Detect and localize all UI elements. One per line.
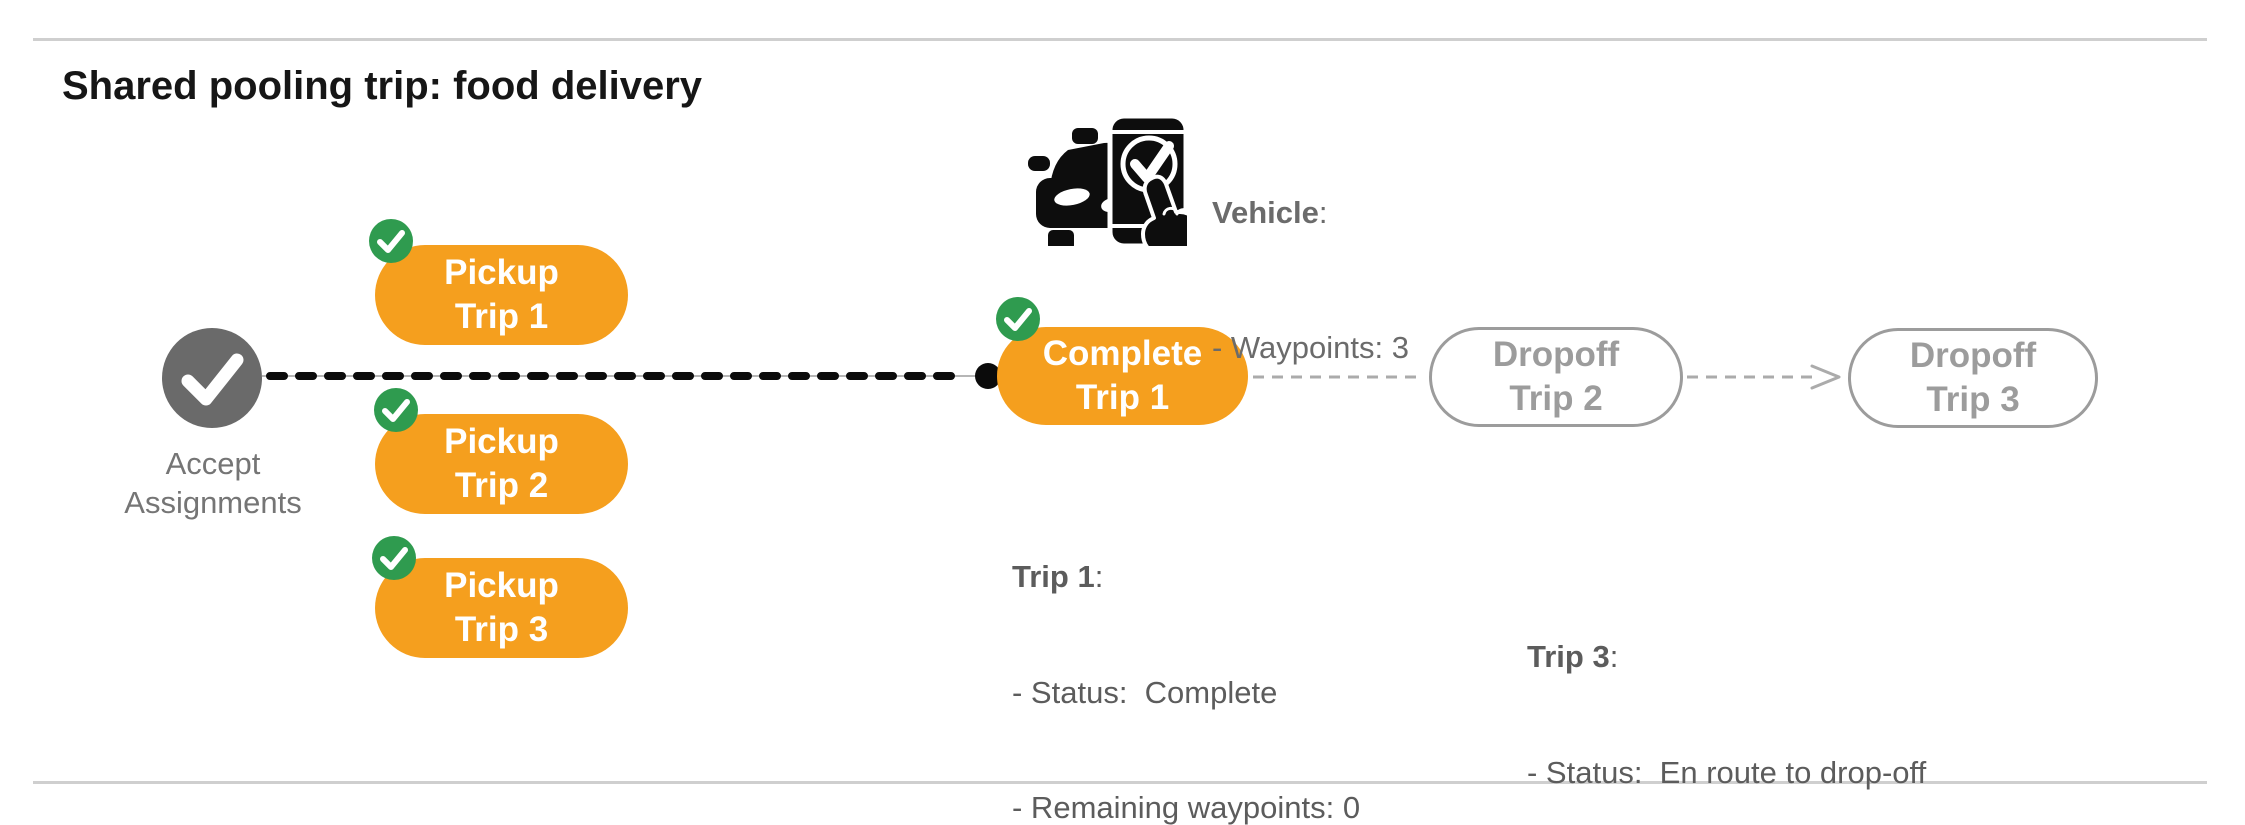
trip-waypoints-line: - Remaining waypoints: 0 [1012,790,1361,825]
vehicle-info: Vehicle: - Waypoints: 3 [1212,100,1409,460]
page-title: Shared pooling trip: food delivery [62,64,703,108]
trip-heading: Trip 1: [1012,559,1104,594]
status-badge-pickup-3 [372,536,416,580]
accept-label-line2: Assignments [124,485,302,520]
accept-assignments-label: Accept Assignments [88,444,338,522]
node-label-line1: Pickup [444,253,559,292]
check-icon [1004,308,1032,331]
node-pickup-trip-1: Pickup Trip 1 [375,245,628,345]
node-complete-trip-1: Complete Trip 1 [997,327,1248,425]
trip-status-block-1: Trip 1: - Status: Complete - Remaining w… [1012,481,1411,825]
node-label-line1: Pickup [444,566,559,605]
node-label-line2: Trip 2 [454,466,549,505]
check-icon [181,353,244,406]
node-label-line2: Trip 3 [1926,380,2020,419]
node-label-line2: Trip 1 [454,297,549,336]
vehicle-info-heading: Vehicle: [1212,195,1328,230]
bottom-divider [33,781,2207,784]
trip-status-line: - Status: En route to drop-off [1527,754,1927,790]
node-label-line1: Pickup [444,422,559,461]
status-badge-pickup-2 [374,388,418,432]
accept-label-line1: Accept [165,446,261,481]
top-divider [33,38,2207,41]
arrowhead-icon [1810,364,1841,390]
node-pickup-trip-2: Pickup Trip 2 [375,414,628,514]
node-label-line1: Dropoff [1909,336,2037,375]
node-dropoff-trip-3: Dropoff Trip 3 [1848,328,2098,428]
vehicle-info-name: Vehicle [1212,195,1319,230]
status-badge-complete-1 [996,297,1040,341]
node-label-line1: Dropoff [1492,335,1620,374]
status-badge-pickup-1 [369,219,413,263]
accept-assignments-node [162,328,262,428]
trip-status-block-2: Trip 3: - Status: En route to drop-off -… [1527,561,1926,825]
trip-heading: Trip 3: [1527,639,1619,674]
car-phone-check-icon [1028,113,1187,246]
vehicle-info-waypoints: - Waypoints: 3 [1212,330,1409,365]
check-icon [380,547,408,570]
check-icon [377,230,405,253]
node-label-line1: Complete [1042,334,1203,373]
node-label-line2: Trip 2 [1509,379,1603,418]
node-label-line2: Trip 3 [454,610,549,649]
trip-status-line: - Status: Complete [1012,674,1278,710]
node-dropoff-trip-2: Dropoff Trip 2 [1429,327,1683,427]
node-pickup-trip-3: Pickup Trip 3 [375,558,628,658]
check-icon [382,399,410,422]
node-label-line2: Trip 1 [1075,378,1170,417]
